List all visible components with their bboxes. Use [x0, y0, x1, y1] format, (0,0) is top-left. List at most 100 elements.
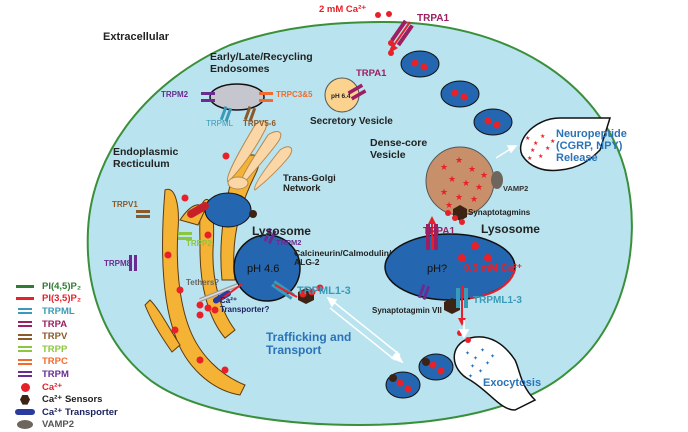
- legend: PI(4,5)P₂ PI(3,5)P₂ TRPML TRPA TRPV TRPP…: [14, 280, 118, 431]
- dcv-stars: ★★★★ ★★★★ ★★★: [440, 156, 488, 211]
- svg-text:★: ★: [455, 156, 463, 166]
- legend-ca-sensors: Ca²⁺ Sensors: [14, 393, 118, 406]
- svg-text:★: ★: [462, 179, 470, 189]
- legend-pip35: PI(3,5)P₂: [14, 293, 118, 306]
- er-ca-dots: [164, 152, 230, 374]
- label-lyso-ph-right: pH?: [427, 263, 448, 275]
- label-trpm2-endo: TRPM2: [161, 90, 189, 99]
- neuropeptide-stars: ★★★★ ★★★★: [525, 133, 555, 162]
- legend-label: PI(4,5)P₂: [42, 280, 82, 292]
- legend-label: TRPML: [42, 305, 75, 317]
- label-dense-core: Dense-core Vesicle: [370, 137, 428, 161]
- vamp2-dcv: [491, 171, 503, 189]
- label-lysosome-left: Lysosome: [252, 224, 311, 238]
- label-sv-ph: pH 6.4: [331, 93, 351, 100]
- label-calcineurin: Calcineurin/Calmodulin/ ALG-2: [294, 248, 392, 268]
- svg-text:✦: ✦: [468, 373, 473, 380]
- ca-dots: [196, 11, 492, 343]
- label-trpa1-sv: TRPA1: [356, 68, 387, 79]
- legend-label: TRPC: [42, 356, 68, 368]
- exocytosis-pocket: [453, 336, 537, 411]
- svg-text:★: ★: [530, 147, 535, 154]
- label-lyso-ca: 0.5 mM Ca²⁺: [464, 263, 523, 274]
- svg-text:★: ★: [440, 163, 448, 173]
- vamp2-icon: [17, 420, 33, 430]
- small-lysosomes: [204, 50, 513, 399]
- label-synaptotagmins: Synaptotagmins: [468, 208, 531, 217]
- svg-text:★: ★: [470, 195, 478, 205]
- legend-trpml: TRPML: [14, 305, 118, 318]
- hexagon-icon: [20, 394, 30, 405]
- svg-text:★: ★: [455, 193, 463, 203]
- ca-dot-icon: [20, 382, 30, 392]
- label-trpp2: TRPP2: [186, 239, 212, 248]
- label-extracellular: Extracellular: [103, 31, 170, 43]
- exocytosis-particles: ✦✦✦✦ ✦✦✦✦: [465, 347, 495, 380]
- legend-label: TRPA: [42, 318, 68, 330]
- transporter-icon: [15, 409, 35, 416]
- legend-label: TRPV: [42, 331, 68, 343]
- svg-text:★: ★: [540, 133, 545, 140]
- label-trafficking: Trafficking and Transport: [266, 330, 352, 358]
- svg-text:✦: ✦: [473, 355, 478, 362]
- label-tethers: Tethers?: [186, 278, 220, 287]
- label-endosomes: Early/Late/Recycling Endosomes: [210, 51, 313, 75]
- svg-text:★: ★: [475, 183, 483, 193]
- svg-text:✦: ✦: [470, 363, 475, 370]
- legend-label: Ca²⁺ Sensors: [42, 394, 103, 406]
- svg-text:✦: ✦: [480, 347, 485, 354]
- label-trpm2-lyso: TRPM2: [276, 238, 302, 247]
- legend-trpm: TRPM: [14, 368, 118, 381]
- svg-text:★: ★: [538, 153, 543, 160]
- legend-vamp2: VAMP2: [14, 419, 118, 432]
- legend-ca-transporter: Ca²⁺ Transporter: [14, 406, 118, 419]
- label-er: Endoplasmic Recticulum: [113, 146, 179, 170]
- legend-trpa: TRPA: [14, 318, 118, 331]
- channels: [129, 19, 468, 326]
- svg-text:★: ★: [445, 201, 453, 211]
- svg-text:★: ★: [525, 135, 530, 142]
- legend-label: TRPP: [42, 343, 68, 355]
- legend-trpv: TRPV: [14, 330, 118, 343]
- svg-text:✦: ✦: [478, 368, 483, 375]
- svg-text:✦: ✦: [485, 360, 490, 367]
- trans-golgi-network: [226, 120, 293, 191]
- svg-text:★: ★: [480, 171, 488, 181]
- label-trpa1-pm: TRPA1: [417, 13, 450, 24]
- legend-label: Ca²⁺: [42, 381, 63, 393]
- label-vamp2: VAMP2: [503, 184, 529, 193]
- endosome: [209, 83, 265, 111]
- svg-text:★: ★: [468, 165, 476, 175]
- trafficking-arrows: [326, 145, 518, 364]
- svg-text:★: ★: [448, 175, 456, 185]
- svg-text:★: ★: [440, 188, 448, 198]
- svg-text:✦: ✦: [465, 350, 470, 357]
- label-trpa1-lyso: TRPA1: [423, 226, 456, 237]
- label-exocytosis: Exocytosis: [483, 377, 542, 389]
- label-trpc35: TRPC3&5: [276, 90, 313, 99]
- legend-ca: Ca²⁺: [14, 381, 118, 394]
- label-lyso-ph: pH 4.6: [247, 263, 280, 275]
- label-lysosome-right: Lysosome: [481, 222, 540, 236]
- label-trpm8: TRPM8: [104, 259, 132, 268]
- label-trpv1: TRPV1: [112, 200, 138, 209]
- label-synaptotagmin7: Synaptotagmin VII: [372, 306, 442, 315]
- svg-text:★: ★: [527, 155, 532, 162]
- label-trpml13-left: TRPML1-3: [297, 285, 351, 297]
- svg-text:✦: ✦: [490, 353, 495, 360]
- svg-text:★: ★: [550, 138, 555, 145]
- label-trpml-endo: TRPML: [206, 119, 234, 128]
- legend-trpc: TRPC: [14, 356, 118, 369]
- label-ca-transporter: Ca²⁺ Transporter?: [220, 296, 270, 314]
- label-neuropeptide: Neuropeptide (CGRP, NPY) Release: [556, 128, 627, 165]
- label-golgi: Trans-Golgi Network: [283, 173, 336, 195]
- legend-label: PI(3,5)P₂: [42, 293, 82, 305]
- legend-label: TRPM: [42, 368, 69, 380]
- svg-text:★: ★: [545, 145, 550, 152]
- legend-trpp: TRPP: [14, 343, 118, 356]
- label-secretory-vesicle: Secretory Vesicle: [310, 116, 393, 127]
- label-trpv56: TRPV5-6: [243, 119, 276, 128]
- legend-label: VAMP2: [42, 419, 75, 431]
- label-extracellular-ca: 2 mM Ca²⁺: [319, 4, 367, 15]
